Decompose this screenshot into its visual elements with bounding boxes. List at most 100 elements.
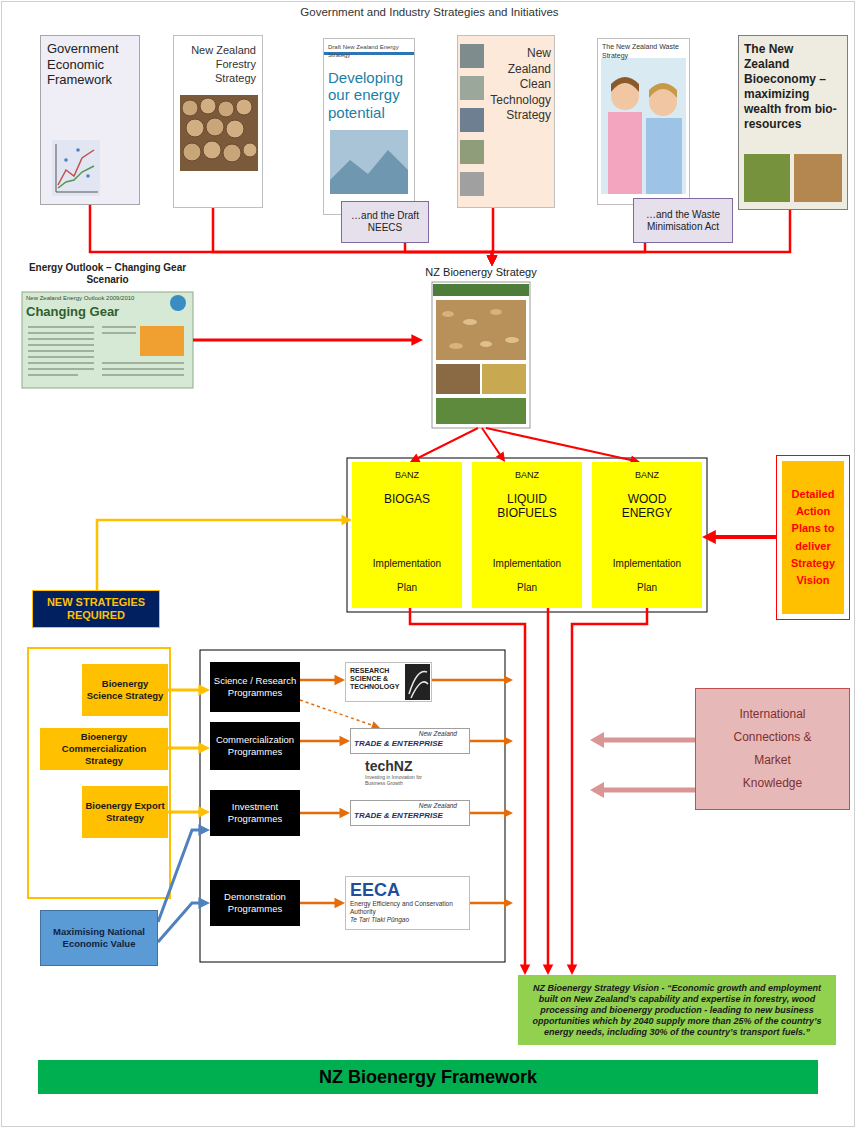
connector	[410, 608, 530, 975]
connector-line	[572, 608, 647, 966]
arrowhead	[487, 256, 498, 267]
connector	[158, 897, 210, 942]
connector-line	[715, 535, 776, 539]
programme-box: Science / Research Programmes	[210, 662, 300, 712]
connector	[567, 608, 647, 975]
connector	[410, 428, 478, 462]
connector	[486, 428, 640, 465]
text-bar	[102, 374, 184, 376]
agency-logo: New ZealandTRADE & ENTERPRISE	[350, 728, 470, 754]
log-end	[183, 143, 201, 161]
text-bar	[28, 350, 94, 352]
arrowhead	[590, 732, 604, 748]
strategy-box: Bioenergy Export Strategy	[82, 786, 168, 838]
document-cover: The New Zealand Bioeconomy – maximizing …	[738, 35, 848, 210]
cover-logo	[170, 295, 186, 311]
node-text: Implementation Plan	[485, 552, 569, 600]
node-text: New Zealand Clean Technology Strategy	[486, 46, 551, 124]
arrowhead	[198, 824, 210, 836]
strategy-box: Bioenergy Commercialization Strategy	[40, 728, 168, 770]
arrowhead	[487, 256, 498, 267]
chart-dot	[86, 174, 90, 178]
text-bar	[28, 374, 78, 376]
node-text: International Connections & Market Knowl…	[727, 703, 819, 794]
log-end	[206, 118, 224, 136]
cover-fill	[432, 282, 530, 428]
cover-fill	[40, 35, 140, 205]
arrowhead	[198, 684, 210, 696]
cover-photo	[436, 398, 526, 424]
text-bar	[28, 326, 94, 328]
node-text: NZ Bioenergy Strategy Vision - “Economic…	[524, 983, 830, 1038]
logo-swirl	[409, 671, 428, 698]
connector	[487, 208, 498, 266]
wood-chip	[490, 309, 502, 315]
logo-mark	[405, 664, 430, 700]
node-text: The New Zealand Waste Strategy	[602, 42, 685, 60]
cover-photo	[436, 364, 480, 394]
cover-photo	[601, 58, 686, 194]
connector	[193, 334, 423, 346]
callout-box: NEW STRATEGIES REQUIRED	[32, 590, 160, 628]
node-text: Implementation Plan	[605, 552, 689, 600]
text-bar	[102, 368, 184, 370]
text-bar	[28, 338, 94, 340]
arrowhead	[504, 676, 513, 685]
connector	[168, 684, 210, 696]
value-box: Maximising National Economic Value	[40, 910, 158, 966]
arrowhead	[504, 737, 513, 746]
connector-line	[300, 740, 341, 743]
arrowhead	[198, 806, 210, 818]
connector	[405, 243, 497, 266]
node-text: New Zealand Energy Outlook 2009/2010	[26, 294, 189, 302]
connector-line	[492, 208, 493, 257]
arrowhead	[411, 334, 423, 346]
input-arrow	[602, 788, 695, 793]
node-text: Investing in Innovation for Business Gro…	[365, 774, 431, 786]
node-text: techNZ	[365, 759, 431, 774]
text-bar	[28, 356, 94, 358]
connector-line	[158, 830, 199, 922]
node-text: Bioenergy Export Strategy	[85, 800, 165, 824]
connector-line	[168, 747, 199, 750]
arrowhead	[410, 454, 421, 462]
cover-thumb	[460, 108, 484, 132]
node-text: New Zealand Forestry Strategy	[180, 44, 256, 85]
connector	[168, 742, 210, 754]
node-text: Bioenergy Science Strategy	[85, 678, 165, 702]
context-box: International Connections & Market Knowl…	[695, 688, 850, 810]
wood-chip	[463, 319, 477, 325]
node-text: …and the Draft NEECS	[346, 210, 424, 234]
cover-thumb	[460, 76, 484, 100]
chart-dot	[64, 158, 68, 162]
cover-picture	[140, 326, 184, 356]
document-cover: Energy Outlook – Changing Gear ScenarioN…	[22, 262, 193, 388]
connector	[482, 428, 505, 462]
diagram-title: Government and Industry Strategies and I…	[0, 6, 859, 18]
node-text: Te Tari Tiaki Pūngao	[350, 916, 465, 924]
connector	[487, 243, 645, 266]
chart-ground	[52, 140, 100, 196]
output-arrow	[432, 679, 505, 682]
cover-fill	[738, 35, 848, 210]
log-end	[226, 120, 244, 138]
connector-line	[486, 428, 632, 460]
callout-box: …and the Waste Minimisation Act	[633, 198, 733, 243]
strategy-box: Bioenergy Science Strategy	[82, 664, 168, 716]
connector	[300, 736, 350, 747]
node-text: Demonstration Programmes	[213, 891, 297, 915]
arrowhead	[487, 256, 498, 267]
chart-axis	[56, 144, 57, 192]
arrowhead	[198, 897, 210, 909]
connector-line	[158, 903, 199, 942]
callout-box: …and the Draft NEECS	[341, 201, 429, 243]
text-bar	[28, 332, 94, 334]
output-arrow	[470, 812, 505, 815]
node-text: TRADE & ENTERPRISE	[354, 810, 457, 822]
arrowhead	[504, 899, 513, 908]
node-text: Government Economic Framework	[47, 41, 133, 88]
chart-line	[58, 166, 94, 188]
node-text: WOOD ENERGY	[605, 492, 689, 521]
connector	[168, 806, 210, 818]
